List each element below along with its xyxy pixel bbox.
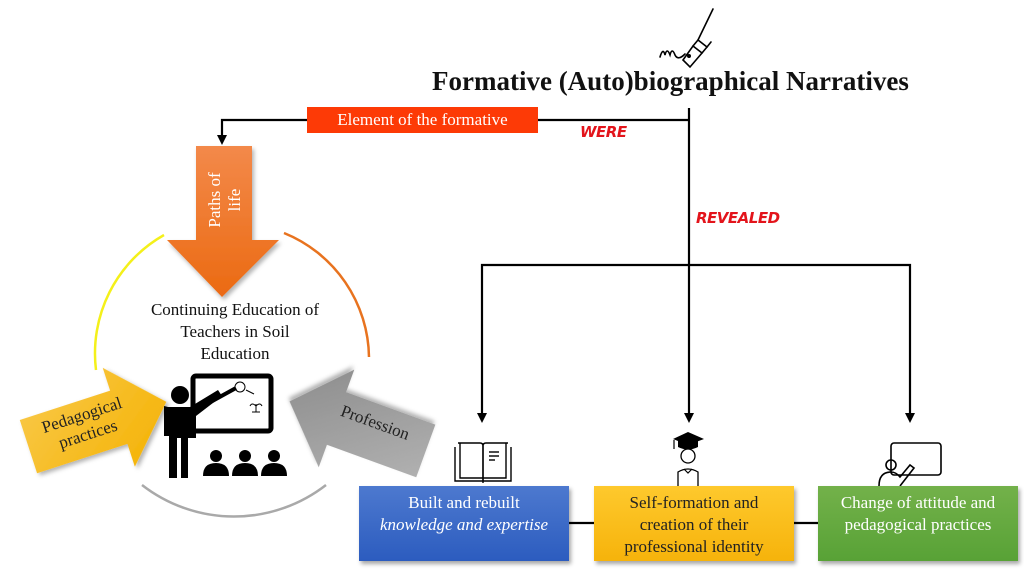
outcome-identity-line-3: professional identity (624, 537, 764, 556)
page-title: Formative (Auto)biographical Narratives (432, 66, 909, 96)
center-text-line-1: Continuing Education of (150, 300, 320, 319)
paths-of-life-line-2: life (225, 188, 244, 212)
paths-of-life-line-1: Paths of (205, 172, 224, 228)
outcome-identity-line-1: Self-formation and (629, 493, 759, 512)
were-label: WERE (580, 123, 627, 141)
profession-arrow[interactable] (272, 352, 444, 499)
outcome-box-attitude[interactable]: Change of attitude and pedagogical pract… (818, 486, 1018, 561)
arc-top-right (283, 231, 371, 358)
paths-of-life-label: Paths of life (205, 160, 245, 240)
outcome-attitude-line-2: pedagogical practices (844, 515, 992, 534)
revealed-label: REVEALED (696, 209, 780, 227)
outcome-attitude-line-1: Change of attitude and (840, 493, 996, 512)
flow-lines (217, 108, 915, 525)
branch-right (689, 263, 915, 423)
outcome-knowledge-line-2: knowledge and expertise (379, 515, 549, 534)
element-of-formative-label: Element of the formative (307, 107, 538, 133)
outcome-box-knowledge[interactable]: Built and rebuilt knowledge and expertis… (359, 486, 569, 561)
presenter-board-icon (878, 442, 942, 487)
cycle-center-text: Continuing Education of Teachers in Soil… (118, 299, 352, 365)
outcome-identity-line-2: creation of their (639, 515, 749, 534)
pen-signature-icon (659, 8, 714, 69)
center-text-line-2: Teachers in Soil (180, 322, 290, 341)
arc-top-left (93, 233, 165, 371)
arc-bottom (141, 484, 327, 518)
outcome-box-identity[interactable]: Self-formation and creation of their pro… (594, 486, 794, 561)
branch-left (477, 263, 689, 423)
line-to-cycle (217, 118, 307, 145)
paths-of-life-arrow[interactable] (167, 146, 279, 297)
center-text-line-3: Education (200, 344, 270, 363)
graduate-icon (673, 432, 704, 486)
pedagogical-practices-arrow[interactable] (12, 352, 182, 496)
outcome-knowledge-line-1: Built and rebuilt (408, 493, 520, 512)
cycle-ring (93, 231, 371, 518)
open-book-icon (454, 442, 512, 483)
teacher-classroom-icon (164, 373, 287, 478)
